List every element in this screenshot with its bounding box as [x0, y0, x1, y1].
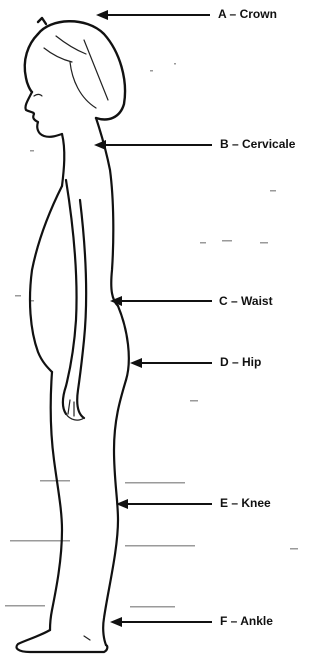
- label-waist: C – Waist: [219, 294, 273, 308]
- child-silhouette: [17, 18, 129, 652]
- label-cervicale: B – Cervicale: [220, 137, 295, 151]
- label-hip: D – Hip: [220, 355, 261, 369]
- label-crown: A – Crown: [218, 7, 277, 21]
- label-knee: E – Knee: [220, 496, 271, 510]
- arrows: [94, 10, 212, 627]
- label-ankle: F – Ankle: [220, 614, 273, 628]
